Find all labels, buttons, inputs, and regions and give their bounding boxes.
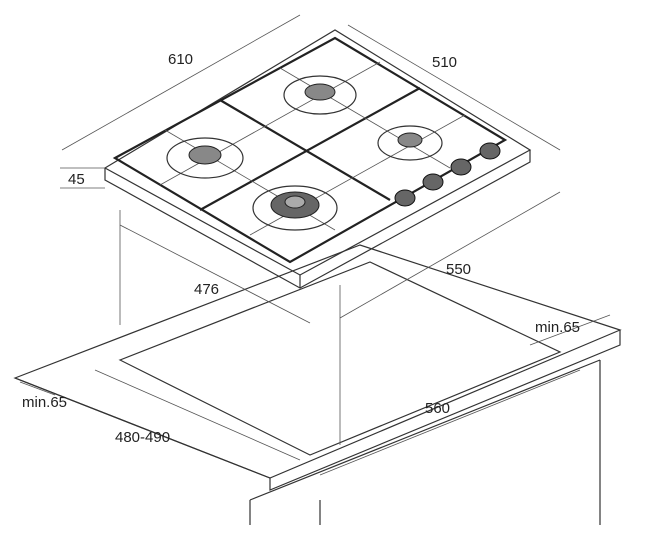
burner-front-wok bbox=[252, 185, 338, 231]
dim-depth-label: 510 bbox=[432, 54, 457, 71]
knob-1 bbox=[394, 189, 416, 207]
cutout bbox=[118, 210, 562, 456]
control-knobs bbox=[394, 142, 501, 207]
dim-thickness-label: 45 bbox=[68, 171, 85, 188]
burner-rear-left bbox=[166, 137, 244, 179]
dim-min-clearance-front-label: min.65 bbox=[22, 394, 67, 411]
burner-right bbox=[377, 125, 443, 161]
dimension-lines bbox=[19, 14, 611, 476]
knob-4 bbox=[479, 142, 501, 160]
knob-3 bbox=[450, 158, 472, 176]
burner-rear-center bbox=[283, 75, 357, 115]
dim-cutout-depth-label: 480-490 bbox=[115, 429, 170, 446]
hob bbox=[103, 29, 532, 289]
countertop bbox=[13, 244, 622, 525]
knob-2 bbox=[422, 173, 444, 191]
dim-width-label: 610 bbox=[168, 51, 193, 68]
dim-min-clearance-right-label: min.65 bbox=[535, 319, 580, 336]
dim-built-in-width-label: 550 bbox=[446, 261, 471, 278]
dim-built-in-depth-label: 476 bbox=[194, 281, 219, 298]
dim-cutout-width-label: 560 bbox=[425, 400, 450, 417]
